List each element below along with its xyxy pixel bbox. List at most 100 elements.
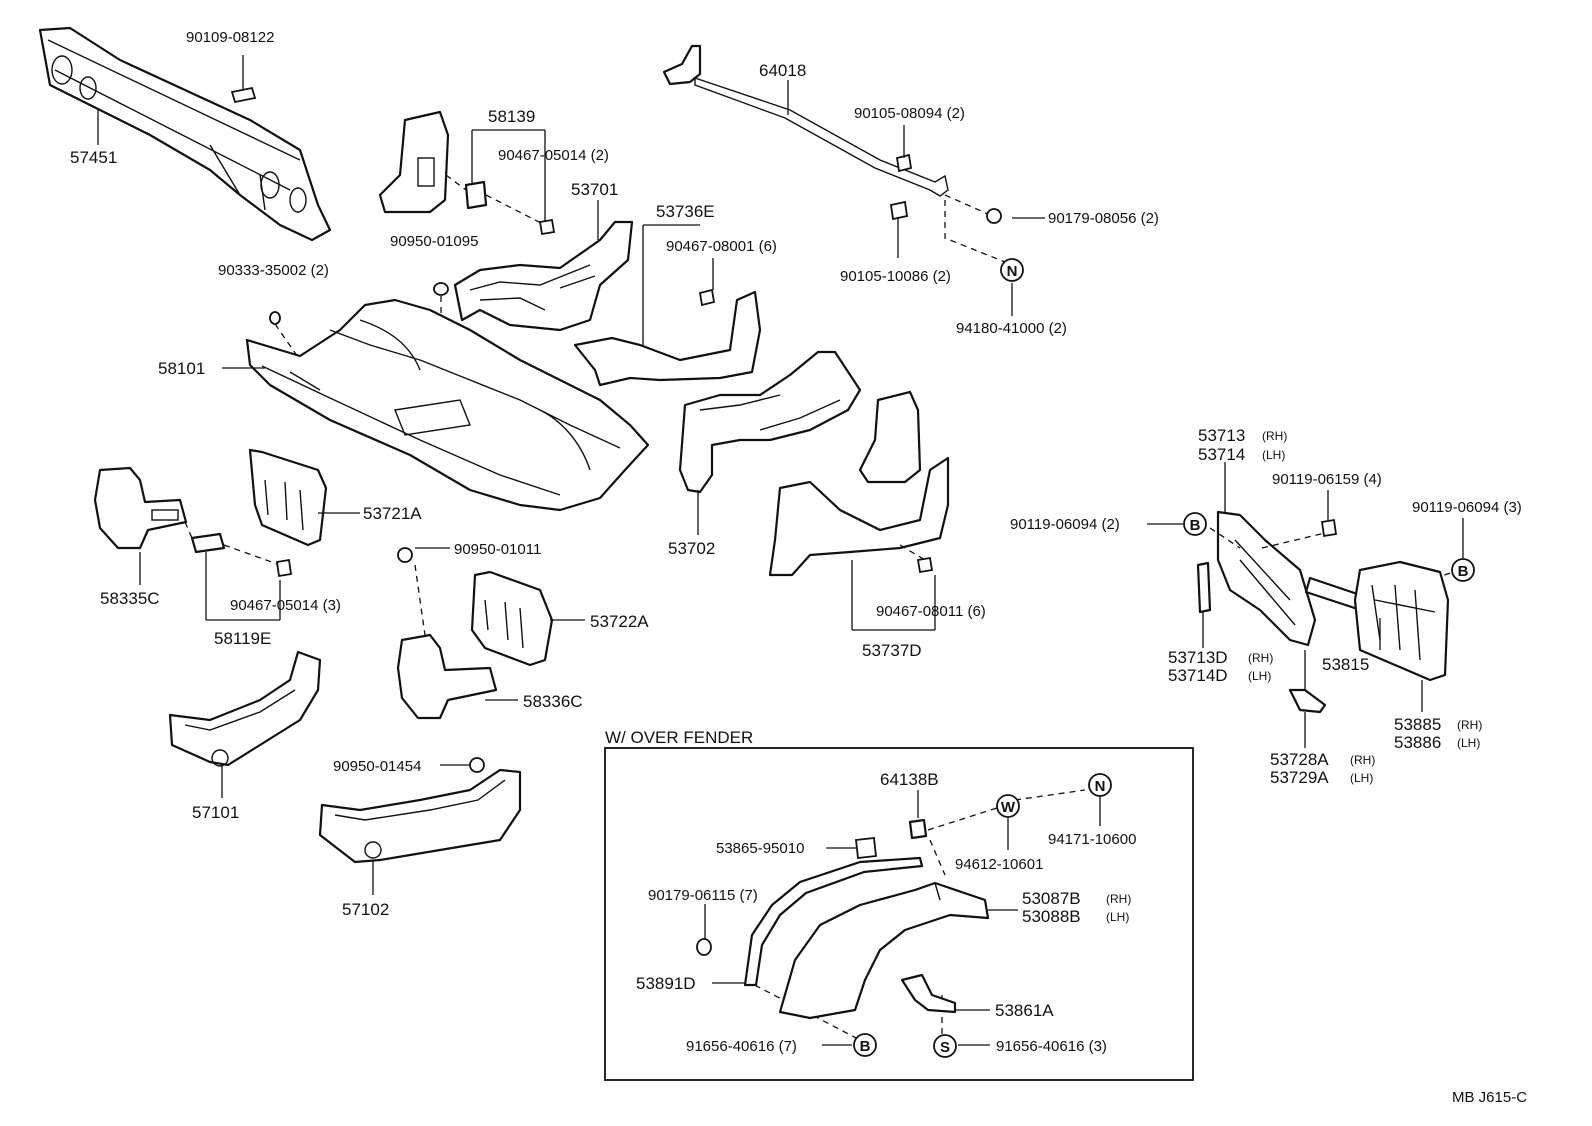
label-58101: 58101 xyxy=(158,359,205,378)
label-53087B-side: (RH) xyxy=(1106,892,1131,906)
part-64138B-clip xyxy=(908,818,928,840)
label-53886-side: (LH) xyxy=(1457,736,1480,750)
label-57102: 57102 xyxy=(342,900,389,919)
label-90179-06115: 90179-06115 (7) xyxy=(648,887,758,904)
label-53721A: 53721A xyxy=(363,504,422,523)
label-58139: 58139 xyxy=(488,107,535,126)
symbol-B-right: B xyxy=(1451,558,1475,582)
plug-90950-01011 xyxy=(397,547,426,636)
label-94180-41000: 94180-41000 (2) xyxy=(956,320,1067,337)
label-64018: 64018 xyxy=(759,61,806,80)
label-90105-10086: 90105-10086 (2) xyxy=(840,268,951,285)
label-90950-01095: 90950-01095 xyxy=(390,233,478,250)
part-53721A-shield xyxy=(248,448,328,547)
label-91656-40616-a: 91656-40616 (7) xyxy=(686,1038,797,1055)
part-58101-floor-pan xyxy=(245,298,650,512)
symbol-N-fender: N xyxy=(1088,773,1112,797)
svg-text:B: B xyxy=(1190,517,1201,534)
part-58119E-plate xyxy=(184,521,293,578)
part-58335C-bracket xyxy=(93,466,188,550)
part-53701-guard xyxy=(453,220,634,332)
part-53885-mudflap xyxy=(1353,560,1450,682)
label-53714-side: (LH) xyxy=(1262,448,1285,462)
label-90119-06159: 90119-06159 (4) xyxy=(1272,471,1382,488)
svg-text:N: N xyxy=(1007,263,1018,280)
label-90467-05014-b: 90467-05014 (3) xyxy=(230,597,341,614)
part-57101-bracket xyxy=(168,650,322,767)
svg-text:B: B xyxy=(1458,563,1469,580)
label-53736E: 53736E xyxy=(656,202,715,221)
label-90105-08094: 90105-08094 (2) xyxy=(854,105,965,122)
label-53729A: 53729A xyxy=(1270,768,1329,787)
label-58336C: 58336C xyxy=(523,692,583,711)
label-90467-08001: 90467-08001 (6) xyxy=(666,238,777,255)
label-90333-35002: 90333-35002 (2) xyxy=(218,262,329,279)
symbol-N-upper: N xyxy=(1000,258,1024,282)
symbol-S: S xyxy=(933,1034,957,1058)
part-58139-bracket xyxy=(378,110,556,236)
label-53861A: 53861A xyxy=(995,1001,1054,1020)
label-53713: 53713 xyxy=(1198,426,1245,445)
part-53891D-molding xyxy=(743,856,924,987)
label-53713D: 53713D xyxy=(1168,648,1228,667)
label-90950-01011: 90950-01011 xyxy=(454,541,541,558)
label-53701: 53701 xyxy=(571,180,618,199)
label-90467-05014-a: 90467-05014 (2) xyxy=(498,147,609,164)
label-90119-06094-a: 90119-06094 (2) xyxy=(1010,516,1120,533)
part-53722A-shield xyxy=(470,570,554,667)
label-53729A-side: (LH) xyxy=(1350,771,1373,785)
label-53886: 53886 xyxy=(1394,733,1441,752)
over-fender-dash-line xyxy=(744,789,1086,1041)
symbol-B-left: B xyxy=(1183,512,1207,536)
label-53713-side: (RH) xyxy=(1262,429,1287,443)
symbol-W: W xyxy=(996,794,1020,818)
label-57451: 57451 xyxy=(70,148,117,167)
over-fender-box xyxy=(604,747,1194,1081)
label-53087B: 53087B xyxy=(1022,889,1081,908)
leader-lines xyxy=(97,80,1464,1046)
label-90119-06094-b: 90119-06094 (3) xyxy=(1412,499,1522,516)
part-53087B-fender xyxy=(778,881,990,1020)
label-53728A-side: (RH) xyxy=(1350,753,1375,767)
nut-90179-06115 xyxy=(696,938,712,956)
label-53865-95010: 53865-95010 xyxy=(716,840,804,857)
label-94612-10601: 94612-10601 xyxy=(955,856,1043,873)
label-53815: 53815 xyxy=(1322,655,1369,674)
label-53088B-side: (LH) xyxy=(1106,910,1129,924)
part-53861A-bracket xyxy=(900,973,957,1014)
label-53891D: 53891D xyxy=(636,974,696,993)
label-53737D: 53737D xyxy=(862,641,922,660)
svg-text:W: W xyxy=(1001,799,1016,816)
label-53885-side: (RH) xyxy=(1457,718,1482,732)
label-90179-08056: 90179-08056 (2) xyxy=(1048,210,1159,227)
label-94171-10600: 94171-10600 xyxy=(1048,831,1136,848)
part-58336C-bracket xyxy=(396,633,498,720)
label-53714D-side: (LH) xyxy=(1248,669,1271,683)
label-53728A: 53728A xyxy=(1270,750,1329,769)
part-53702-guard xyxy=(678,350,862,494)
part-64018-rod xyxy=(662,44,1006,263)
label-90467-08011: 90467-08011 (6) xyxy=(876,603,986,620)
part-57102-bracket xyxy=(318,768,522,864)
label-53722A: 53722A xyxy=(590,612,649,631)
label-53714D: 53714D xyxy=(1168,666,1228,685)
plug-90950-01454 xyxy=(469,757,485,773)
label-57101: 57101 xyxy=(192,803,239,822)
label-91656-40616-b: 91656-40616 (3) xyxy=(996,1038,1107,1055)
part-53736E-panel xyxy=(573,288,762,387)
label-53885: 53885 xyxy=(1394,715,1441,734)
part-labels: 57451 90109-08122 58139 90467-05014 (2) … xyxy=(70,29,1527,1106)
label-53088B: 53088B xyxy=(1022,907,1081,926)
diagram-code: MB J615-C xyxy=(1452,1089,1527,1106)
label-53713D-side: (RH) xyxy=(1248,651,1273,665)
bolt-90109-08122 xyxy=(230,55,257,104)
label-58119E: 58119E xyxy=(214,629,271,648)
label-90109-08122: 90109-08122 xyxy=(186,29,274,46)
svg-text:B: B xyxy=(860,1038,871,1055)
symbol-B-fender: B xyxy=(853,1033,877,1057)
over-fender-title: W/ OVER FENDER xyxy=(605,728,753,747)
label-58335C: 58335C xyxy=(100,589,160,608)
part-53865-95010-clip xyxy=(826,837,877,859)
label-53702: 53702 xyxy=(668,539,715,558)
svg-text:N: N xyxy=(1095,778,1106,795)
